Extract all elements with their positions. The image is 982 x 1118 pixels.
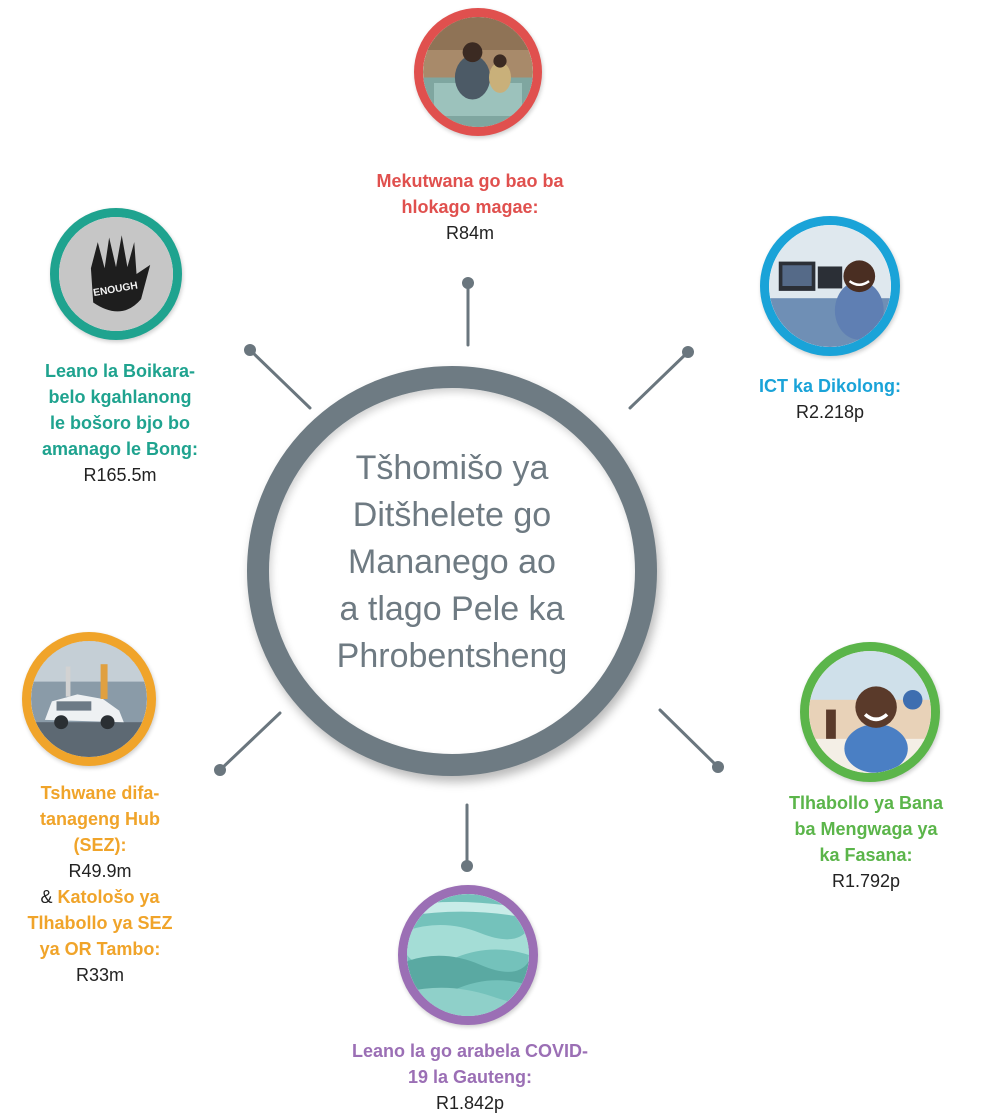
item-right-bottom-label: Tlhabollo ya Bana ba Mengwaga ya ka Fasa… bbox=[750, 790, 982, 894]
item-left-bottom-title2-first: Katološo ya bbox=[57, 887, 160, 907]
item-left-top-title-line: Leano la Boikara- bbox=[44, 361, 196, 381]
item-right-top-label: ICT ka Dikolong: R2.218p bbox=[715, 373, 945, 425]
item-bottom-value: R1.842p bbox=[435, 1093, 505, 1113]
item-left-top-value: R165.5m bbox=[83, 465, 157, 485]
item-top-title-line: Mekutwana go bao ba bbox=[376, 171, 564, 191]
ampersand: & bbox=[40, 887, 53, 907]
item-left-top-title-line: belo kgahlanong bbox=[48, 387, 192, 407]
connector-right-top bbox=[628, 350, 690, 410]
connector-left-top bbox=[248, 348, 312, 410]
item-left-bottom-title-line: tanageng Hub bbox=[40, 809, 160, 829]
item-right-bottom-title-line: ka Fasana: bbox=[819, 845, 913, 865]
item-left-top-label: Leano la Boikara- belo kgahlanong le boš… bbox=[0, 358, 240, 488]
item-left-bottom-value: R49.9m bbox=[68, 861, 132, 881]
item-right-top-value: R2.218p bbox=[795, 402, 865, 422]
connector-left-bottom bbox=[218, 711, 282, 772]
item-left-bottom-title2-line: ya OR Tambo: bbox=[39, 939, 161, 959]
item-left-bottom-title2-line: Tlhabollo ya SEZ bbox=[27, 913, 173, 933]
hub-title-line: Ditšhelete go bbox=[352, 496, 552, 534]
item-top-value: R84m bbox=[445, 223, 494, 243]
item-bottom-title-line: 19 la Gauteng: bbox=[407, 1067, 533, 1087]
item-bottom-label: Leano la go arabela COVID- 19 la Gauteng… bbox=[290, 1038, 650, 1116]
central-hub-title: Tšhomišo ya Ditšhelete go Mananego ao a … bbox=[300, 445, 604, 680]
hub-title-line: a tlago Pele ka bbox=[339, 590, 565, 628]
item-left-top-title-line: le bošoro bjo bo bbox=[50, 413, 190, 433]
connector-dot-right-top bbox=[682, 346, 694, 358]
hub-title-line: Mananego ao bbox=[348, 543, 556, 581]
item-top-title-line: hlokago magae: bbox=[401, 197, 539, 217]
item-left-bottom-label: Tshwane difa- tanageng Hub (SEZ): R49.9m… bbox=[0, 780, 200, 988]
connector-dot-right-bottom bbox=[712, 761, 724, 773]
item-left-bottom-title-line: Tshwane difa- bbox=[40, 783, 160, 803]
smiling-child-photo-icon bbox=[800, 642, 940, 782]
connector-dot-left-top bbox=[244, 344, 256, 356]
item-bottom-title-line: Leano la go arabela COVID- bbox=[351, 1041, 589, 1061]
item-left-bottom-second-title: & Katološo ya bbox=[0, 884, 200, 910]
item-left-top-title-line: amanago le Bong: bbox=[41, 439, 198, 459]
item-right-top-title-line: ICT ka Dikolong: bbox=[758, 376, 901, 396]
item-left-bottom-value2: R33m bbox=[75, 965, 124, 985]
connector-dot-left-bottom bbox=[214, 764, 226, 776]
children-on-mat-photo-icon bbox=[414, 8, 542, 136]
item-top-label: Mekutwana go bao ba hlokago magae: R84m bbox=[300, 168, 640, 246]
face-masks-photo-icon bbox=[398, 885, 538, 1025]
child-at-computer-photo-icon bbox=[760, 216, 900, 356]
connector-right-bottom bbox=[658, 708, 720, 769]
item-right-bottom-title-line: ba Mengwaga ya bbox=[794, 819, 938, 839]
item-right-bottom-title-line: Tlhabollo ya Bana bbox=[788, 793, 944, 813]
car-assembly-photo-icon bbox=[22, 632, 156, 766]
hub-title-line: Tšhomišo ya bbox=[355, 449, 549, 487]
hub-title-line: Phrobentsheng bbox=[336, 637, 568, 675]
connector-dot-bottom bbox=[461, 860, 473, 872]
enough-handprint-photo-icon: ENOUGH bbox=[50, 208, 182, 340]
connector-dot-top bbox=[462, 277, 474, 289]
item-left-bottom-title-line: (SEZ): bbox=[73, 835, 127, 855]
item-right-bottom-value: R1.792p bbox=[831, 871, 901, 891]
